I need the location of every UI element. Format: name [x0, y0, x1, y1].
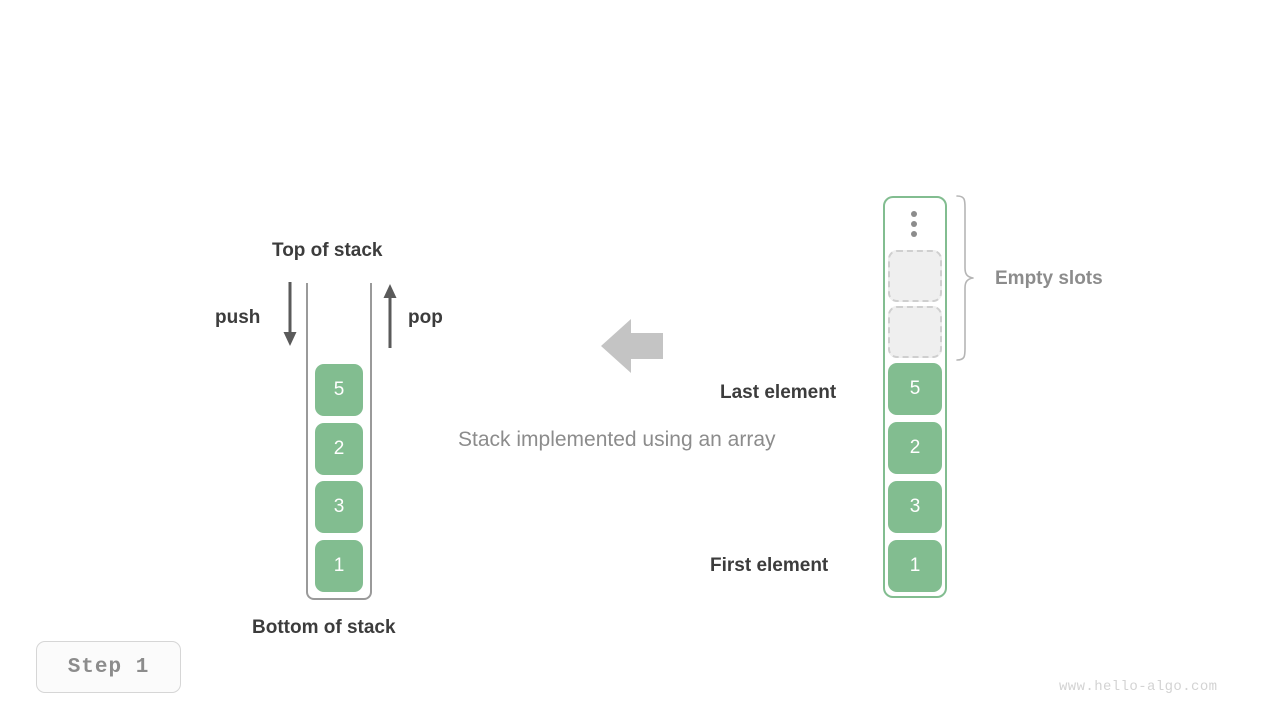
step-badge: Step 1	[36, 641, 181, 693]
array-element: 2	[888, 422, 942, 474]
stack-element: 2	[315, 423, 363, 475]
diagram-caption: Stack implemented using an array	[458, 428, 776, 451]
watermark: www.hello-algo.com	[1059, 679, 1218, 695]
empty-slots-label: Empty slots	[995, 268, 1103, 289]
top-of-stack-label: Top of stack	[272, 240, 383, 261]
vertical-ellipsis-icon	[910, 211, 918, 237]
array-element: 1	[888, 540, 942, 592]
stack-container	[306, 283, 372, 600]
push-label: push	[215, 307, 261, 328]
last-element-label: Last element	[720, 382, 837, 403]
array-element: 3	[888, 481, 942, 533]
empty-slot	[888, 250, 942, 302]
stack-element: 3	[315, 481, 363, 533]
left-pointing-arrow-icon	[601, 319, 663, 373]
stack-element: 1	[315, 540, 363, 592]
empty-slots-brace	[956, 195, 974, 361]
first-element-label: First element	[710, 555, 829, 576]
empty-slot	[888, 306, 942, 358]
pop-label: pop	[408, 307, 443, 328]
pop-arrow-icon	[383, 284, 397, 348]
array-element: 5	[888, 363, 942, 415]
bottom-of-stack-label: Bottom of stack	[252, 617, 396, 638]
stack-element: 5	[315, 364, 363, 416]
push-arrow-icon	[283, 282, 297, 346]
